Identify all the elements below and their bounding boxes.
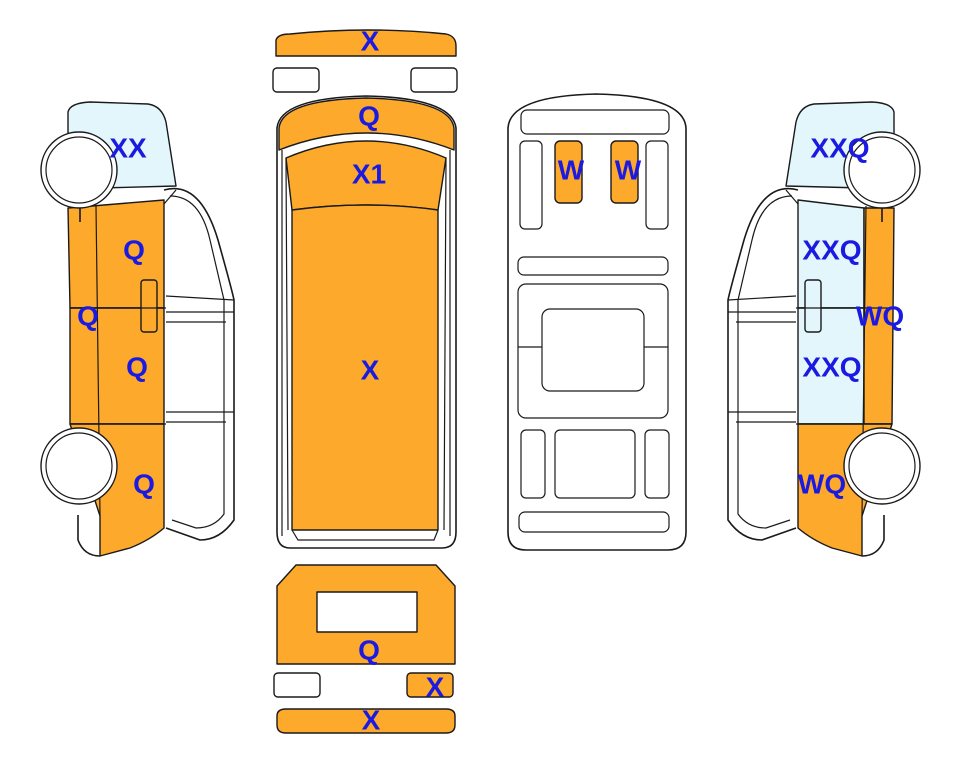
rear-light-code: X bbox=[426, 672, 445, 703]
right-cab-code: XXQ bbox=[810, 133, 869, 164]
rear-window bbox=[316, 591, 418, 633]
right-sliding-door-code: XXQ bbox=[802, 352, 861, 383]
right-rear-wheel bbox=[843, 427, 921, 505]
left-sliding-door-code: Q bbox=[126, 352, 148, 383]
hood-code: Q bbox=[358, 101, 380, 132]
front-bumper-panel[interactable] bbox=[275, 29, 457, 57]
interior-outline bbox=[507, 93, 687, 551]
right-door-seam-code: WQ bbox=[856, 301, 904, 332]
rear-view: Q X X bbox=[273, 564, 456, 736]
windshield-code: X1 bbox=[352, 159, 386, 190]
front-seat-left[interactable] bbox=[554, 140, 583, 204]
right-rear-quarter-code: WQ bbox=[798, 469, 846, 500]
front-light-right bbox=[410, 67, 458, 93]
interior-view: W W bbox=[507, 93, 687, 551]
top-body-outline bbox=[276, 95, 457, 549]
left-front-door-code: Q bbox=[123, 235, 145, 266]
front-seat-left-code: W bbox=[558, 155, 585, 186]
right-door-handle bbox=[804, 279, 822, 333]
rear-bumper-code: X bbox=[362, 705, 381, 736]
front-seat-right-code: W bbox=[615, 155, 642, 186]
rear-light-right[interactable] bbox=[406, 672, 454, 698]
front-light-left bbox=[272, 67, 320, 93]
left-side-frame bbox=[163, 187, 235, 541]
roof-panel[interactable] bbox=[291, 204, 439, 531]
right-side-view: XXQ XXQ WQ XXQ WQ bbox=[727, 101, 921, 557]
front-seat-right[interactable] bbox=[610, 140, 639, 204]
left-cab-code: XX bbox=[109, 133, 147, 164]
left-front-wheel bbox=[40, 131, 118, 209]
left-door-handle bbox=[140, 279, 158, 333]
hood-panel[interactable] bbox=[278, 97, 455, 151]
right-front-door-code: XXQ bbox=[802, 235, 861, 266]
rear-light-left bbox=[273, 672, 321, 698]
left-rear-wheel bbox=[40, 427, 118, 505]
right-front-wheel bbox=[843, 131, 921, 209]
left-side-view: XX Q Q Q Q bbox=[40, 101, 235, 557]
roof-code: X bbox=[361, 355, 380, 386]
top-view: X Q X1 X bbox=[272, 26, 458, 549]
rear-bumper-panel[interactable] bbox=[276, 708, 456, 734]
tailgate-code: Q bbox=[358, 635, 380, 666]
left-door-seam-code: Q bbox=[77, 301, 99, 332]
left-rear-quarter-code: Q bbox=[133, 469, 155, 500]
front-bumper-code: X bbox=[361, 26, 380, 57]
right-side-frame bbox=[727, 187, 799, 541]
